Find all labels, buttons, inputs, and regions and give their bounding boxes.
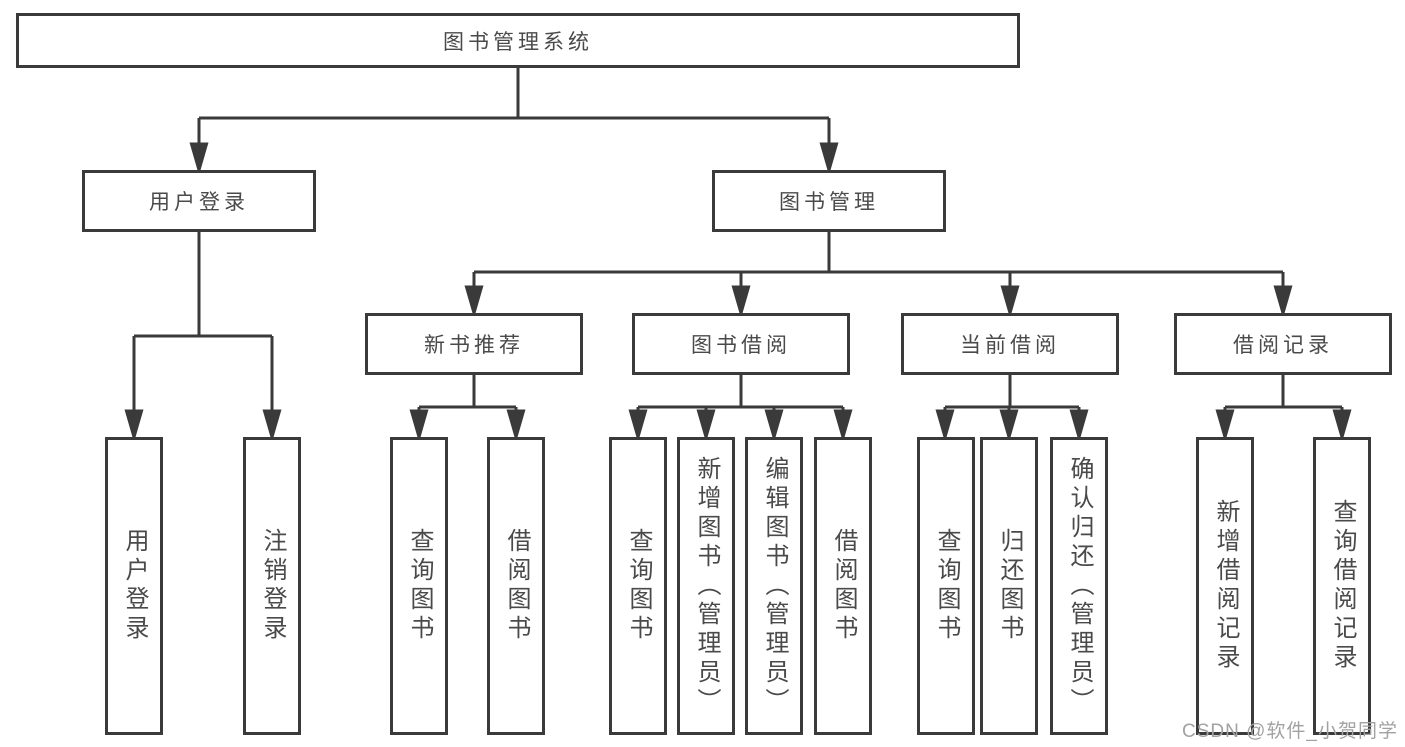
arrowhead-down-icon <box>935 409 955 443</box>
arrowhead-down-icon <box>409 409 429 443</box>
node-label: 借阅图书 <box>503 528 530 644</box>
arrowhead-down-icon <box>124 409 144 443</box>
arrowhead-down-icon <box>764 409 784 443</box>
node-user-login-branch: 用户登录 <box>82 170 316 232</box>
node-label: 查询借阅记录 <box>1329 499 1356 673</box>
arrowhead-down-icon <box>1069 409 1089 443</box>
connector-bookborrow-to-leaves <box>628 375 853 443</box>
leaf-confirm-return-admin: 确认归还（管理员） <box>1050 437 1108 735</box>
csdn-watermark: CSDN @软件_小贺同学 <box>1182 721 1398 742</box>
connector-records-to-leaves <box>1215 375 1352 443</box>
node-root-system: 图书管理系统 <box>16 13 1020 68</box>
node-label: 图书管理 <box>779 191 879 214</box>
node-label: 当前借阅 <box>960 334 1060 357</box>
arrowhead-down-icon <box>696 409 716 443</box>
leaf-user-login: 用户登录 <box>105 437 163 735</box>
leaf-query-borrow-record: 查询借阅记录 <box>1313 437 1371 735</box>
arrowhead-down-icon <box>1332 409 1352 443</box>
node-book-management-branch: 图书管理 <box>712 170 946 232</box>
arrowhead-down-icon <box>833 409 853 443</box>
leaf-edit-books-admin: 编辑图书（管理员） <box>745 437 803 735</box>
node-label: 图书管理系统 <box>443 30 593 54</box>
node-label: 编辑图书（管理员） <box>761 455 788 717</box>
node-label: 确认归还（管理员） <box>1066 455 1093 717</box>
arrowhead-down-icon <box>506 409 526 443</box>
node-label: 新书推荐 <box>424 334 524 357</box>
arrowhead-down-icon <box>999 409 1019 443</box>
node-label: 查询图书 <box>933 528 960 644</box>
arrowhead-down-icon <box>731 285 751 319</box>
node-label: 新增借阅记录 <box>1212 499 1239 673</box>
arrowhead-down-icon <box>1273 285 1293 319</box>
leaf-add-borrow-record: 新增借阅记录 <box>1196 437 1254 735</box>
node-label: 借阅图书 <box>830 528 857 644</box>
node-current-borrowing: 当前借阅 <box>901 313 1119 375</box>
connector-bookmgmt-to-level3 <box>464 232 1293 319</box>
leaf-borrow-books: 借阅图书 <box>814 437 872 735</box>
connector-currentborrow-to-leaves <box>935 375 1089 443</box>
node-label: 归还图书 <box>996 528 1023 644</box>
arrowhead-down-icon <box>1000 285 1020 319</box>
leaf-borrow-books-newbook: 借阅图书 <box>487 437 545 735</box>
arrowhead-down-icon <box>464 285 484 319</box>
connector-root-to-level2 <box>189 68 839 176</box>
node-label: 注销登录 <box>259 528 286 644</box>
leaf-add-books-admin: 新增图书（管理员） <box>677 437 735 735</box>
connector-newbooks-to-leaves <box>409 375 526 443</box>
node-label: 查询图书 <box>625 528 652 644</box>
arrowhead-down-icon <box>1215 409 1235 443</box>
leaf-query-books-borrow: 查询图书 <box>609 437 667 735</box>
node-label: 用户登录 <box>149 191 249 214</box>
node-label: 借阅记录 <box>1233 334 1333 357</box>
leaf-logout: 注销登录 <box>243 437 301 735</box>
node-book-borrowing: 图书借阅 <box>632 313 850 375</box>
arrowhead-down-icon <box>819 142 839 176</box>
node-new-book-recommend: 新书推荐 <box>365 313 583 375</box>
leaf-return-books: 归还图书 <box>980 437 1038 735</box>
node-label: 新增图书（管理员） <box>693 455 720 717</box>
node-label: 图书借阅 <box>691 334 791 357</box>
arrowhead-down-icon <box>189 142 209 176</box>
node-label: 查询图书 <box>406 528 433 644</box>
leaf-query-books-current: 查询图书 <box>917 437 975 735</box>
arrowhead-down-icon <box>628 409 648 443</box>
connector-userlogin-to-leaves <box>124 232 282 443</box>
node-borrowing-records: 借阅记录 <box>1174 313 1392 375</box>
arrowhead-down-icon <box>262 409 282 443</box>
leaf-query-books-newbook: 查询图书 <box>390 437 448 735</box>
node-label: 用户登录 <box>121 528 148 644</box>
